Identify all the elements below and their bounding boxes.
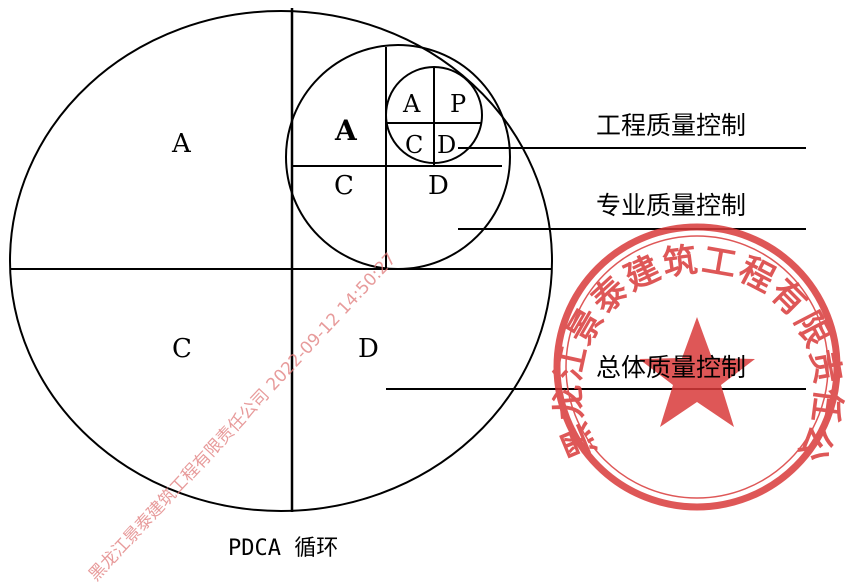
overall-quality-label: 总体质量控制: [596, 353, 746, 382]
big-quadrant-c-label: C: [172, 334, 192, 364]
figure-caption: PDCA 循环: [228, 536, 338, 561]
engineering-quality-label: 工程质量控制: [596, 111, 746, 140]
big-quadrant-d-label: D: [358, 334, 379, 364]
small-quadrant-p-label: P: [450, 90, 466, 118]
small-quadrant-a-label: A: [402, 90, 421, 118]
mid-quadrant-c-label: C: [334, 171, 354, 201]
watermark-text: 黑龙江景泰建筑工程有限责任公司 2022-09-12 14:50:27: [85, 249, 400, 584]
mid-quadrant-a-label: A: [334, 114, 358, 147]
mid-quadrant-d-label: D: [428, 171, 449, 201]
small-quadrant-c-label: C: [405, 131, 423, 159]
company-seal: 黑龙江景泰建筑工程有限责任公司: [0, 0, 846, 511]
seal-star-icon: [639, 317, 755, 427]
professional-quality-label: 专业质量控制: [596, 191, 746, 220]
outer-circle: [9, 10, 553, 512]
small-quadrant-d-label: D: [437, 131, 456, 159]
middle-circle: [285, 44, 511, 270]
big-quadrant-a-label: A: [171, 129, 192, 159]
